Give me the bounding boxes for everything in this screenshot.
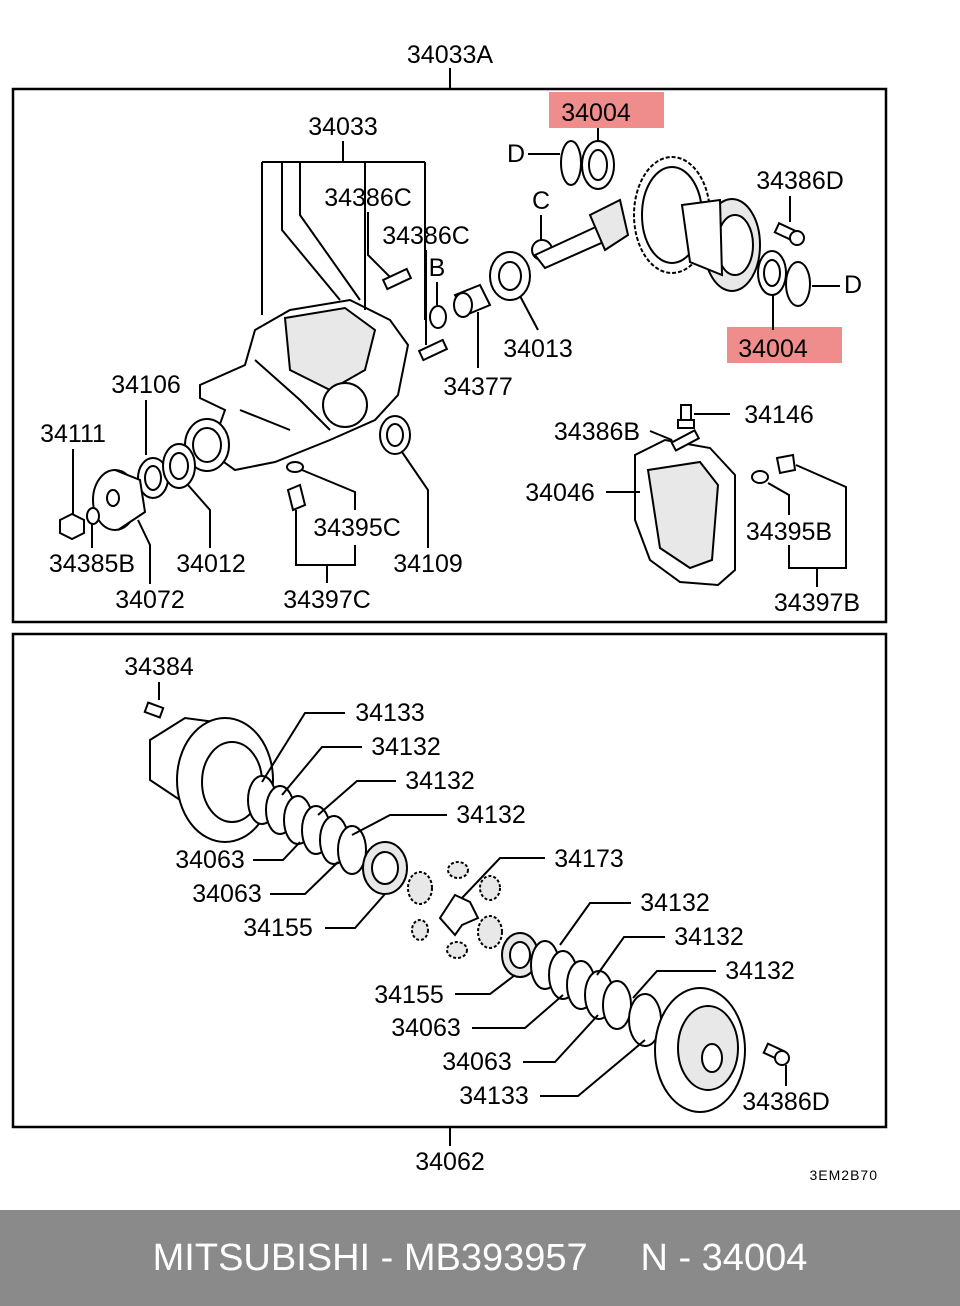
washer-34385B (86, 507, 100, 525)
label-34155-1: 34155 (243, 914, 313, 942)
label-34132-3: 34132 (456, 801, 526, 829)
label-34063-2: 34063 (192, 880, 262, 908)
label-34109: 34109 (393, 550, 463, 578)
nut-34395C (286, 461, 304, 473)
nut-34111 (59, 512, 85, 541)
highlight-34004-bottom (727, 327, 842, 363)
label-34033A: 34033A (407, 41, 494, 69)
label-34397B: 34397B (774, 589, 860, 617)
mark-D-left: D (507, 140, 525, 168)
label-34033: 34033 (308, 113, 378, 141)
breather-34146 (677, 404, 695, 429)
bearing-34012 (162, 443, 196, 489)
label-34377: 34377 (443, 373, 513, 401)
bolt-34386C-a (381, 267, 413, 291)
differential-case-right-half (654, 987, 746, 1113)
bearing-34004-bottom (757, 250, 811, 307)
label-34155-2: 34155 (374, 981, 444, 1009)
label-34132-5: 34132 (674, 923, 744, 951)
label-34146: 34146 (744, 401, 814, 429)
label-34386D-top: 34386D (756, 167, 844, 195)
label-34012: 34012 (176, 550, 246, 578)
label-34132-1: 34132 (371, 733, 441, 761)
clutch-pack-left (247, 775, 408, 895)
label-34173: 34173 (554, 845, 624, 873)
mark-C: C (532, 187, 550, 215)
bolt-34386D-bottom (762, 1042, 790, 1066)
bearing-34004-top (560, 140, 615, 190)
label-34133-bottom: 34133 (459, 1082, 529, 1110)
drive-pinion (531, 198, 630, 270)
plug-34397C (286, 483, 307, 512)
label-34063-3: 34063 (391, 1014, 461, 1042)
exploded-parts-diagram: 34033A 34062 3EM2B70 34033 34386C 34386C… (11, 41, 888, 1183)
highlight-34004-top (549, 92, 664, 128)
label-34385B: 34385B (49, 550, 135, 578)
clutch-pack-right (501, 932, 662, 1047)
washer-34395B (751, 470, 769, 484)
label-34062: 34062 (415, 1148, 485, 1176)
washer-B (429, 305, 447, 329)
spacer-34377 (453, 283, 492, 318)
label-34397C: 34397C (283, 586, 371, 614)
differential-carrier-housing (184, 298, 410, 472)
label-34133-top: 34133 (355, 699, 425, 727)
label-34132-4: 34132 (640, 889, 710, 917)
part-number-footer: MITSUBISHI - MB393957 N - 34004 (0, 1210, 960, 1306)
label-34132-6: 34132 (725, 957, 795, 985)
label-34395B: 34395B (746, 518, 832, 546)
label-34063-4: 34063 (442, 1048, 512, 1076)
label-34046: 34046 (525, 479, 595, 507)
oil-seal-34106 (137, 457, 169, 499)
label-34063-1: 34063 (175, 846, 245, 874)
label-34386B: 34386B (554, 418, 640, 446)
label-34111: 34111 (40, 420, 106, 448)
bolt-34384 (143, 701, 165, 719)
rear-cover-34046 (634, 438, 736, 587)
oil-seal-34109 (379, 415, 411, 455)
label-34386D-bottom: 34386D (742, 1088, 830, 1116)
mark-B: B (429, 254, 446, 282)
drawing-code: 3EM2B70 (810, 1167, 878, 1183)
bolt-34386C-b (417, 338, 449, 362)
companion-flange-34072 (92, 469, 147, 531)
label-34386C-lower: 34386C (382, 222, 470, 250)
differential-case (680, 198, 761, 292)
plug-34397B (775, 453, 797, 475)
bearing-34013 (489, 251, 531, 301)
label-34072: 34072 (115, 586, 185, 614)
label-34004-bottom: 34004 (738, 335, 808, 363)
bolt-34386B (670, 429, 701, 452)
label-34132-2: 34132 (405, 767, 475, 795)
label-34384: 34384 (124, 653, 194, 681)
mark-D-right: D (844, 271, 862, 299)
label-34004-top: 34004 (561, 99, 631, 127)
label-34013: 34013 (503, 335, 573, 363)
bolt-34386D-top (773, 221, 805, 246)
pinion-shaft-34173 (438, 893, 480, 937)
footer-text: MITSUBISHI - MB393957 N - 34004 (152, 1236, 808, 1279)
label-34395C: 34395C (313, 514, 401, 542)
label-34106: 34106 (111, 371, 181, 399)
pinion-gears (407, 861, 503, 959)
label-34386C-upper: 34386C (324, 184, 412, 212)
